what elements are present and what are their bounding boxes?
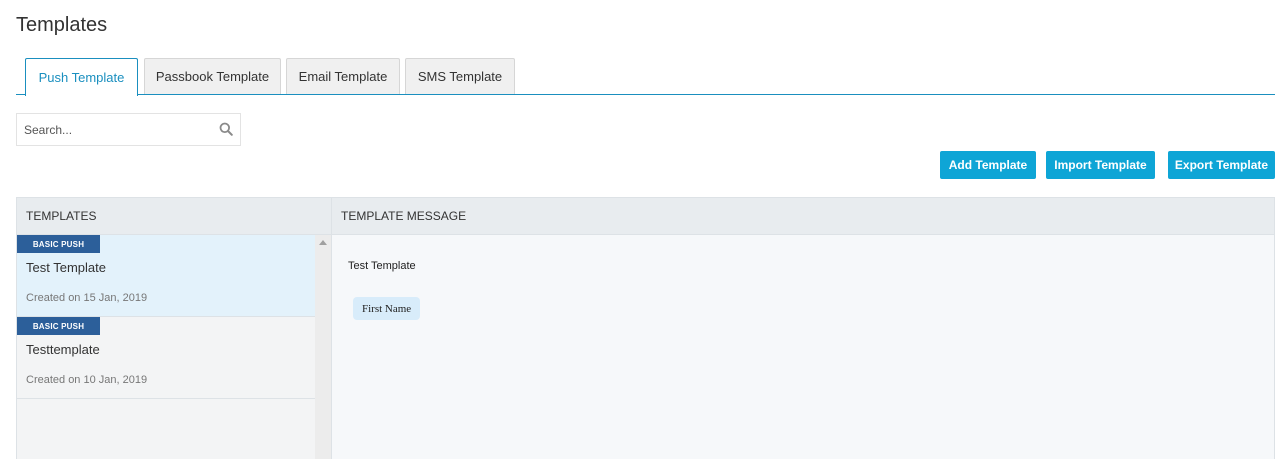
panel-header: TEMPLATES TEMPLATE MESSAGE [17,198,1274,235]
template-list-item[interactable]: BASIC PUSH Testtemplate Created on 10 Ja… [17,317,315,399]
search-input[interactable] [17,114,212,145]
template-message-area: Test Template First Name [332,235,1274,459]
search-box [16,113,241,146]
personalization-chip[interactable]: First Name [353,297,421,320]
tab-sms-template[interactable]: SMS Template [405,58,515,94]
template-type-badge: BASIC PUSH [17,235,100,253]
export-template-button[interactable]: Export Template [1168,151,1275,179]
template-list-scrollbar[interactable] [315,235,331,459]
template-tabs: Push Template Passbook Template Email Te… [16,58,1275,96]
column-header-templates: TEMPLATES [26,209,97,223]
tab-push-template[interactable]: Push Template [25,58,138,96]
template-created-date: Created on 15 Jan, 2019 [26,292,148,304]
template-type-badge: BASIC PUSH [17,317,100,335]
template-list: BASIC PUSH Test Template Created on 15 J… [17,235,315,459]
tab-email-template[interactable]: Email Template [286,58,400,94]
templates-panel: TEMPLATES TEMPLATE MESSAGE BASIC PUSH Te… [16,197,1275,459]
template-name: Testtemplate [26,342,100,357]
template-message-title: Test Template [348,260,416,272]
page-title: Templates [16,14,108,36]
template-created-date: Created on 10 Jan, 2019 [26,374,148,386]
scroll-up-arrow-icon[interactable] [319,240,327,245]
tab-passbook-template[interactable]: Passbook Template [144,58,281,94]
add-template-button[interactable]: Add Template [940,151,1036,179]
template-name: Test Template [26,260,106,275]
column-divider [331,198,332,459]
import-template-button[interactable]: Import Template [1046,151,1155,179]
search-icon[interactable] [219,122,233,136]
template-list-item[interactable]: BASIC PUSH Test Template Created on 15 J… [17,235,315,317]
column-header-template-message: TEMPLATE MESSAGE [341,209,467,223]
